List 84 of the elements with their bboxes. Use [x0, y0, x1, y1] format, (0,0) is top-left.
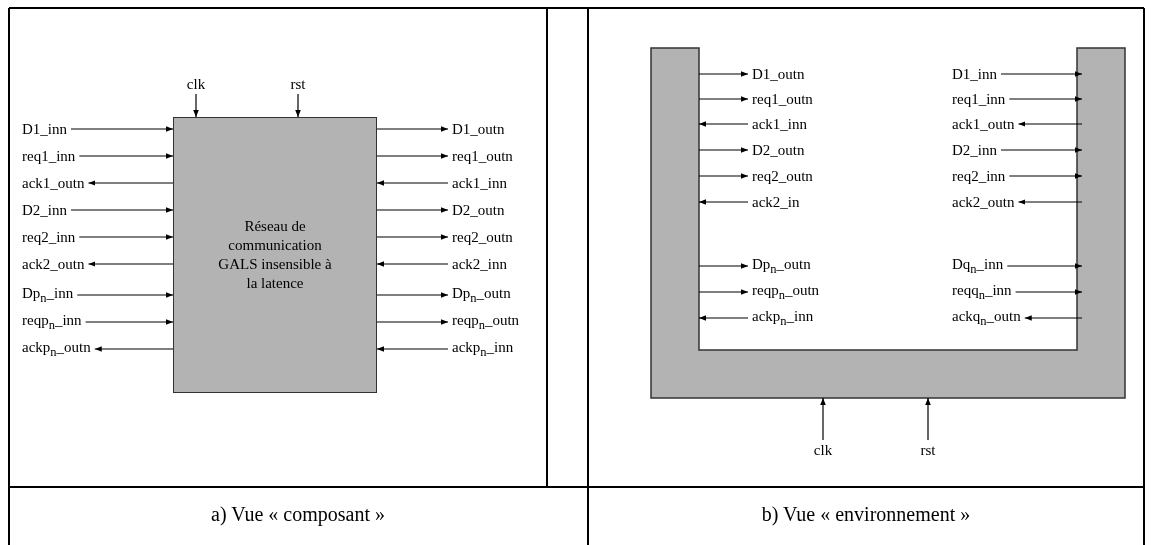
- signal-label: ack1_inn: [452, 175, 507, 191]
- arrow: [76, 292, 174, 298]
- arrow: [1015, 289, 1083, 295]
- arrow: [78, 153, 174, 159]
- signal-label: ackq$_{n}$_outn: [952, 307, 1021, 329]
- arrow: [376, 319, 449, 325]
- arrow: [376, 261, 449, 267]
- signal-label: reqp$_{n}$_outn: [452, 311, 520, 333]
- arrow: [376, 292, 449, 298]
- caption-text: b) Vue « environnement »: [761, 503, 971, 526]
- signal-label: ackp$_{n}$_inn: [752, 307, 814, 329]
- arrow: [70, 126, 174, 132]
- signal-label: req1_outn: [452, 148, 513, 164]
- arrow: [376, 126, 449, 132]
- signal-label: Dp$_{n}$_outn: [752, 255, 811, 277]
- arrow: [78, 234, 174, 240]
- signal-label: D2_inn: [952, 142, 997, 158]
- arrow: [1017, 121, 1083, 127]
- signal-label: clk: [813, 442, 833, 458]
- signal-label: D1_outn: [452, 121, 505, 137]
- arrow: [376, 207, 449, 213]
- arrow: [1008, 173, 1083, 179]
- arrow: [1024, 315, 1083, 321]
- signal-label: D1_outn: [752, 66, 805, 82]
- signal-label: D2_outn: [752, 142, 805, 158]
- arrow: [1000, 71, 1083, 77]
- arrow: [698, 289, 749, 295]
- arrow: [698, 121, 749, 127]
- signal-label: ack2_outn: [952, 194, 1015, 210]
- arrow: [698, 315, 749, 321]
- signal-label: D2_inn: [22, 202, 67, 218]
- signal-label: reqp$_{n}$_outn: [752, 281, 820, 303]
- signal-label: req2_inn: [952, 168, 1006, 184]
- caption-text: a) Vue « composant »: [211, 503, 385, 526]
- arrow: [698, 147, 749, 153]
- signal-label: Dp$_{n}$_inn: [22, 284, 74, 306]
- arrow: [85, 319, 174, 325]
- arrow: [193, 93, 199, 118]
- signal-label: reqp$_{n}$_inn: [22, 311, 82, 333]
- arrow: [376, 180, 449, 186]
- arrow: [698, 263, 749, 269]
- signal-label: ack2_inn: [452, 256, 507, 272]
- arrow: [376, 234, 449, 240]
- arrow: [70, 207, 174, 213]
- arrow: [87, 261, 174, 267]
- signal-label: Dq$_{n}$_inn: [952, 255, 1004, 277]
- signal-label: req2_inn: [22, 229, 76, 245]
- signal-label: D2_outn: [452, 202, 505, 218]
- signal-label: req2_outn: [752, 168, 813, 184]
- signal-label: rst: [290, 76, 306, 92]
- arrow: [87, 180, 174, 186]
- arrow: [925, 397, 931, 441]
- arrow: [94, 346, 174, 352]
- arrow: [698, 71, 749, 77]
- arrow: [376, 346, 449, 352]
- arrow: [698, 96, 749, 102]
- signal-label: req1_inn: [22, 148, 76, 164]
- signal-label: ack1_outn: [952, 116, 1015, 132]
- signal-label: reqq$_{n}$_inn: [952, 281, 1012, 303]
- arrow: [698, 199, 749, 205]
- arrow: [1017, 199, 1083, 205]
- signal-label: ack2_outn: [22, 256, 85, 272]
- arrow: [820, 397, 826, 441]
- signal-label: clk: [186, 76, 206, 92]
- arrow: [1006, 263, 1083, 269]
- signal-label: req2_outn: [452, 229, 513, 245]
- arrow: [295, 93, 301, 118]
- signal-label: D1_inn: [22, 121, 67, 137]
- signal-label: ack1_inn: [752, 116, 807, 132]
- signal-label: req1_outn: [752, 91, 813, 107]
- signal-label: ackp$_{n}$_outn: [22, 338, 91, 360]
- signal-label: D1_inn: [952, 66, 997, 82]
- signal-label: ackp$_{n}$_inn: [452, 338, 514, 360]
- signal-label: rst: [920, 442, 936, 458]
- environment-frame: [650, 47, 1126, 399]
- signal-label: req1_inn: [952, 91, 1006, 107]
- signal-label: Dp$_{n}$_outn: [452, 284, 511, 306]
- arrow: [1008, 96, 1083, 102]
- component-box: Réseau de communication GALS insensible à la latence: [173, 117, 377, 393]
- signal-label: ack1_outn: [22, 175, 85, 191]
- arrow: [698, 173, 749, 179]
- signal-label: ack2_in: [752, 194, 800, 210]
- arrow: [376, 153, 449, 159]
- arrow: [1000, 147, 1083, 153]
